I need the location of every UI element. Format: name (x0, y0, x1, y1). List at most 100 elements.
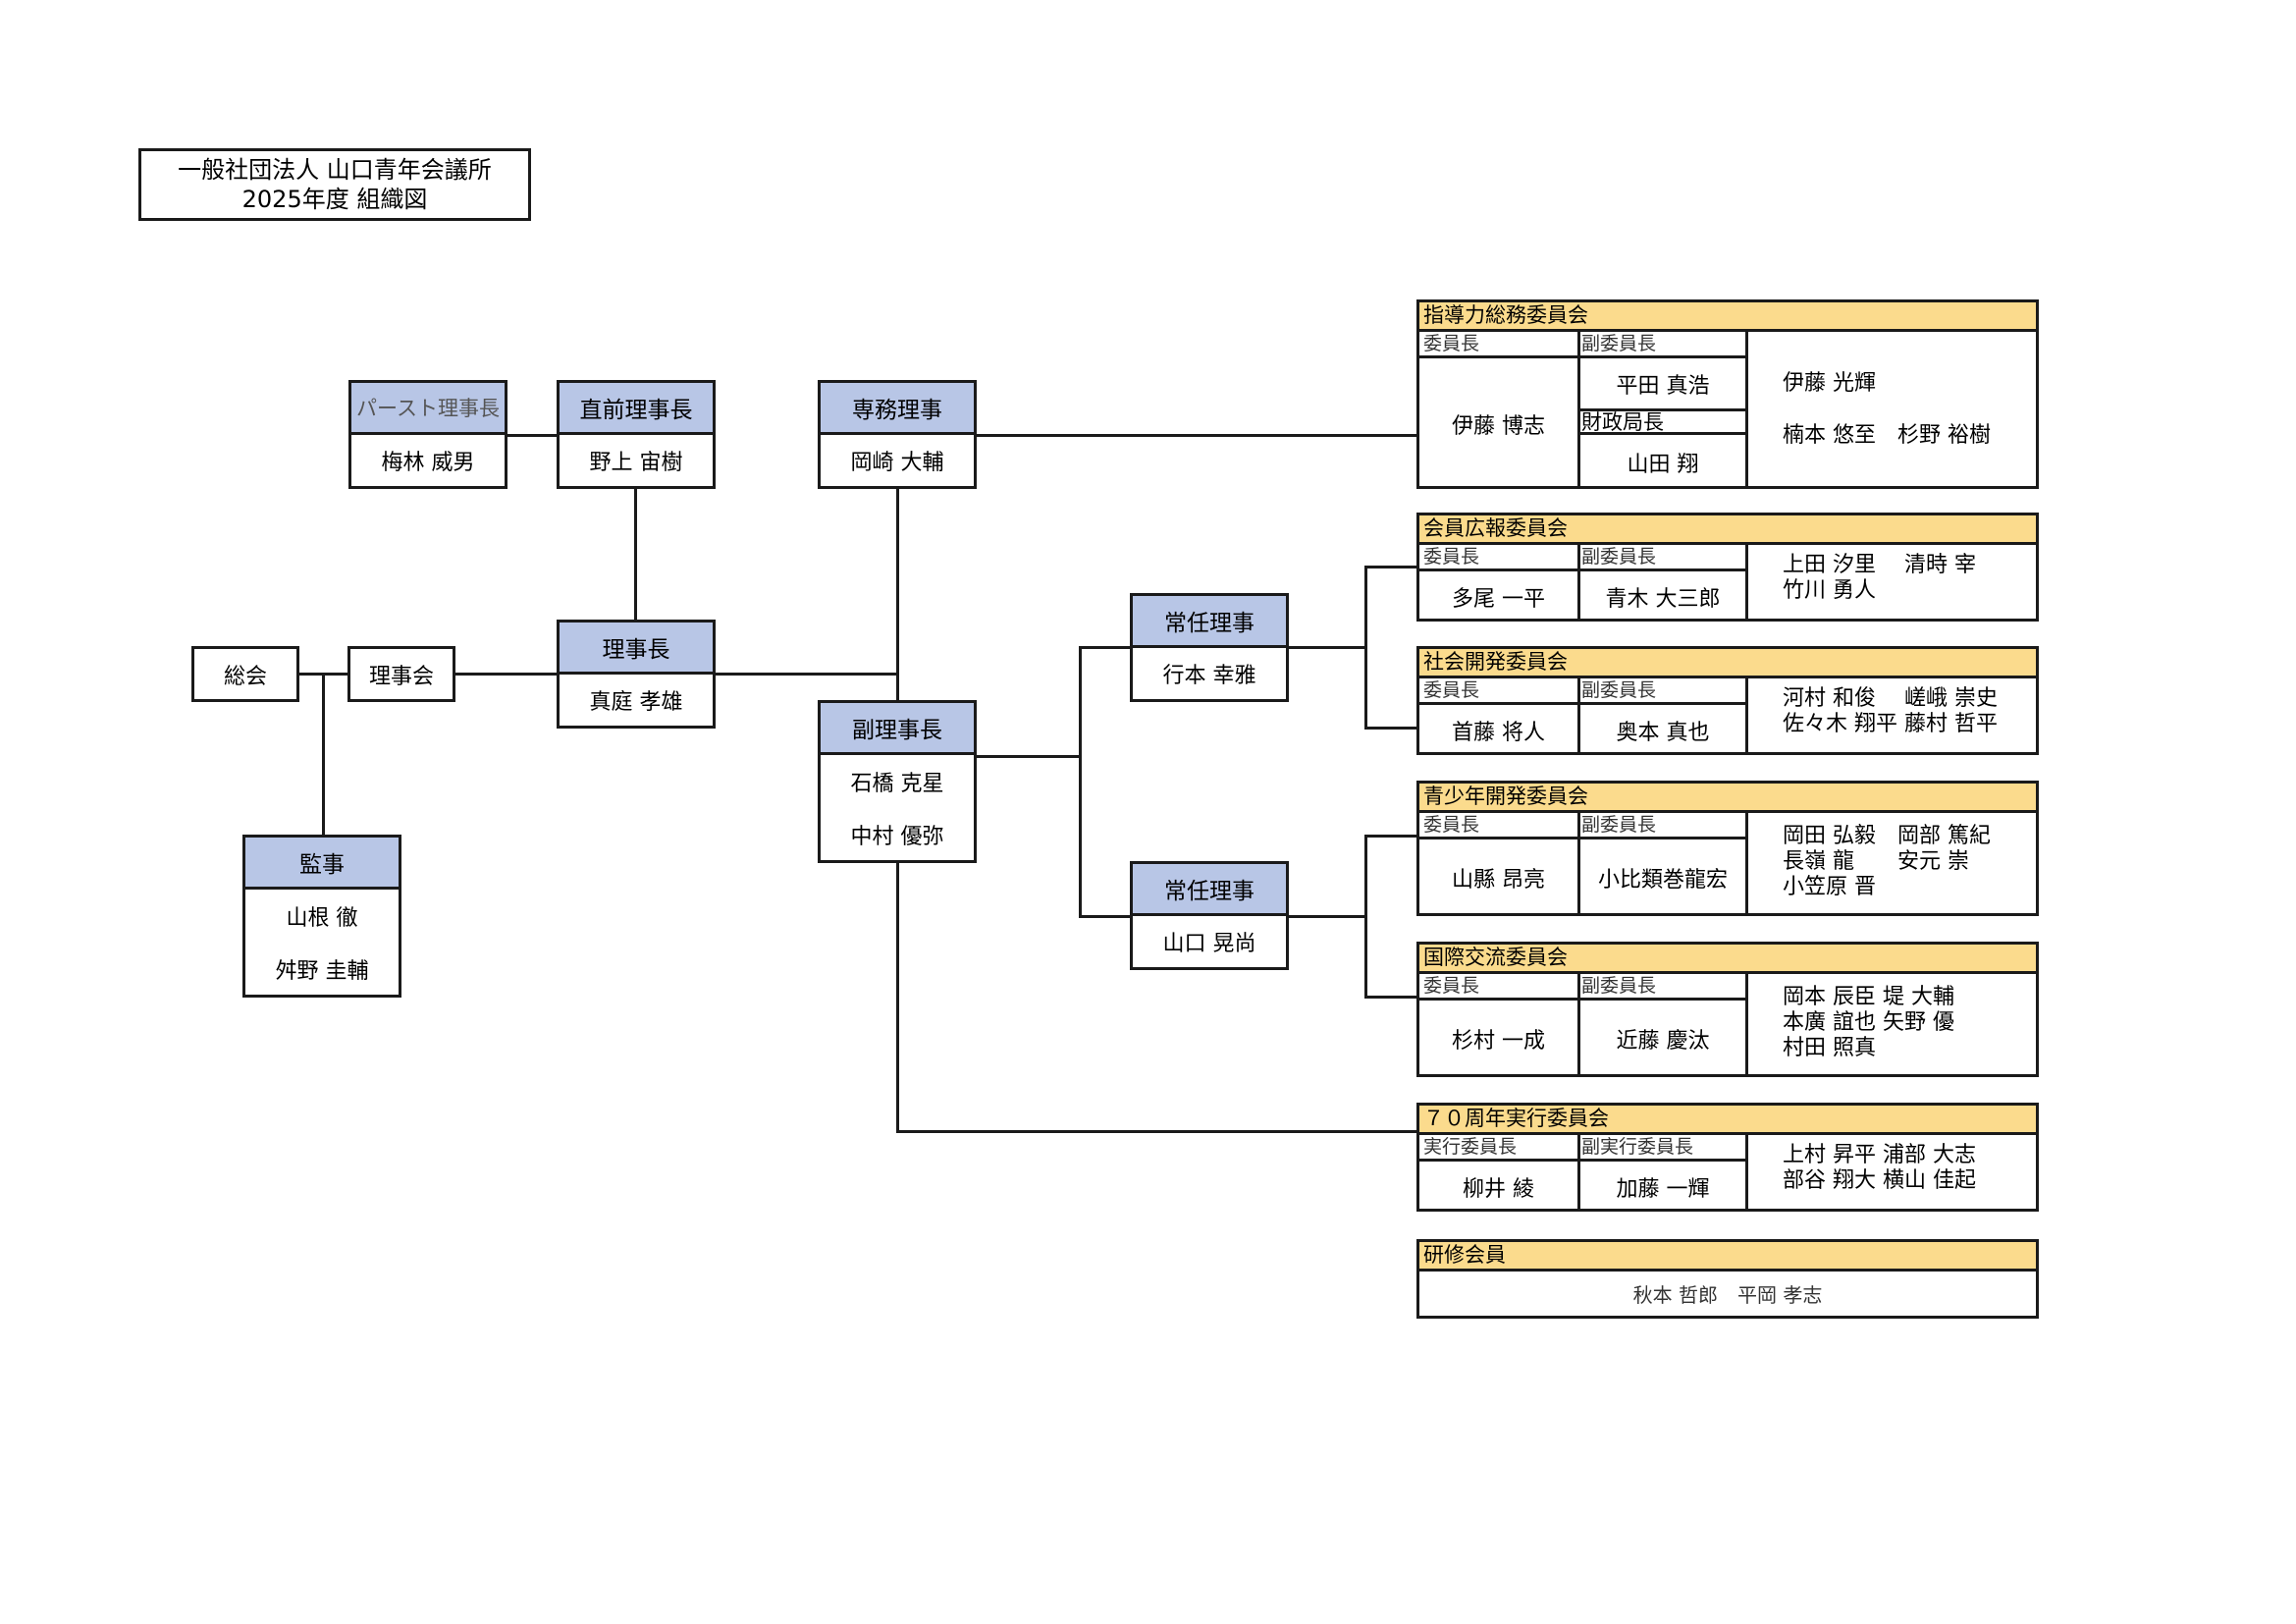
member-line: 小笠原 晋 (1783, 875, 1876, 899)
member-line: 本廣 誼也 矢野 優 (1783, 1010, 1954, 1035)
member-line: 長嶺 龍 安元 崇 (1783, 849, 1969, 874)
node-name: 野上 宙樹 (589, 451, 683, 475)
member-line: 部谷 翔大 横山 佳起 (1783, 1168, 1976, 1193)
trainee-names: 秋本 哲郎 平岡 孝志 (1632, 1283, 1823, 1307)
node-name: 真庭 孝雄 (589, 690, 683, 715)
member-line: 伊藤 光輝 (1783, 371, 1876, 396)
connector (1079, 646, 1131, 649)
chair-label: 委員長 (1423, 814, 1480, 836)
chair-label: 委員長 (1423, 679, 1480, 701)
committee-membership-pr: 会員広報委員会 委員長 副委員長 多尾 一平 青木 大三郎 上田 汐里 清時 宰… (1416, 513, 2039, 622)
title-line-1: 一般社団法人 山口青年会議所 (178, 156, 492, 184)
node-vice-chair: 副理事長 石橋 克星 中村 優弥 (818, 700, 977, 863)
divider (1419, 568, 1745, 571)
connector (974, 755, 1081, 758)
trainee-title: 研修会員 (1419, 1242, 2036, 1272)
node-name: 舛野 圭輔 (275, 959, 369, 984)
connector (506, 434, 559, 437)
node-name: 岡崎 大輔 (850, 451, 944, 475)
connector (1079, 915, 1131, 918)
divider (1577, 355, 1745, 358)
connector (1286, 646, 1366, 649)
chair-name: 山縣 昂亮 (1452, 868, 1545, 893)
node-name: 石橋 克星 (850, 772, 944, 796)
committee-name: 指導力総務委員会 (1419, 302, 2036, 332)
connector (896, 487, 899, 703)
divider (1577, 813, 1580, 916)
vice-chair-name: 加藤 一輝 (1616, 1176, 1710, 1202)
divider (1419, 998, 1745, 1001)
member-line: 上田 汐里 清時 宰 (1783, 553, 1976, 577)
vice-chair-label: 副委員長 (1581, 814, 1657, 836)
trainee-members: 研修会員 秋本 哲郎 平岡 孝志 (1416, 1239, 2039, 1319)
vice-chair-name: 小比類巻龍宏 (1597, 868, 1728, 893)
divider (1745, 1135, 1748, 1212)
vice-chair-name: 平田 真浩 (1616, 373, 1710, 399)
committee-name: 青少年開発委員会 (1419, 784, 2036, 813)
vice-chair-label: 副委員長 (1581, 975, 1657, 997)
node-name: 梅林 威男 (381, 451, 475, 475)
node-standing-director-2: 常任理事 山口 晃尚 (1130, 861, 1289, 970)
node-general-assembly: 総会 (191, 646, 299, 702)
divider (1745, 813, 1748, 916)
vice-chair-name: 青木 大三郎 (1605, 586, 1721, 612)
node-auditor: 監事 山根 徹 舛野 圭輔 (242, 835, 401, 998)
connector (1364, 835, 1417, 838)
node-label: 常任理事 (1133, 596, 1286, 648)
node-label: 専務理事 (821, 383, 974, 435)
node-label: 理事会 (368, 664, 434, 689)
treasurer-label: 財政局長 (1581, 410, 1664, 434)
node-label: 副理事長 (821, 703, 974, 755)
node-previous-chair: 直前理事長 野上 宙樹 (557, 380, 716, 489)
member-line: 河村 和俊 嵯峨 崇史 (1783, 686, 1998, 711)
committee-youth-development: 青少年開発委員会 委員長 副委員長 山縣 昂亮 小比類巻龍宏 岡田 弘毅 岡部 … (1416, 781, 2039, 916)
chair-label: 委員長 (1423, 333, 1480, 354)
chair-label: 実行委員長 (1423, 1136, 1518, 1158)
divider (1577, 545, 1580, 622)
chair-name: 伊藤 博志 (1452, 413, 1545, 439)
title-line-2: 2025年度 組織図 (241, 186, 428, 213)
node-name: 山口 晃尚 (1162, 932, 1256, 956)
node-standing-director-1: 常任理事 行本 幸雅 (1130, 593, 1289, 702)
divider (1419, 355, 1577, 358)
committee-name: 会員広報委員会 (1419, 515, 2036, 545)
node-label: 直前理事長 (560, 383, 713, 435)
divider (1577, 1135, 1580, 1212)
node-label: 総会 (223, 664, 267, 689)
chair-name: 多尾 一平 (1452, 586, 1545, 612)
vice-chair-label: 副委員長 (1581, 546, 1657, 568)
divider (1577, 432, 1745, 435)
chair-name: 首藤 将人 (1452, 720, 1545, 745)
connector (322, 674, 325, 838)
page-title: 一般社団法人 山口青年会議所 2025年度 組織図 (138, 148, 531, 221)
member-line: 岡本 辰臣 堤 大輔 (1783, 985, 1954, 1009)
connector (1364, 835, 1367, 999)
committee-name: 国際交流委員会 (1419, 945, 2036, 974)
node-label: 監事 (245, 838, 399, 890)
node-label: 理事長 (560, 623, 713, 675)
divider (1745, 974, 1748, 1077)
node-name: 中村 優弥 (850, 825, 944, 849)
divider (1745, 332, 1748, 489)
member-line: 竹川 勇人 (1783, 578, 1876, 603)
committee-social-development: 社会開発委員会 委員長 副委員長 首藤 将人 奥本 真也 河村 和俊 嵯峨 崇史… (1416, 646, 2039, 755)
vice-chair-name: 近藤 慶汰 (1616, 1029, 1710, 1054)
connector (1286, 915, 1366, 918)
divider (1419, 837, 1745, 839)
member-line: 佐々木 翔平 藤村 哲平 (1783, 712, 1998, 736)
connector (1079, 646, 1082, 918)
divider (1577, 974, 1580, 1077)
divider (1577, 678, 1580, 755)
vice-chair-label: 副委員長 (1581, 333, 1657, 354)
chair-label: 委員長 (1423, 975, 1480, 997)
committee-name: 社会開発委員会 (1419, 649, 2036, 678)
node-label: パースト理事長 (351, 383, 505, 435)
divider (1745, 678, 1748, 755)
connector (896, 1130, 1417, 1133)
connector (896, 860, 899, 1133)
divider (1745, 545, 1748, 622)
divider (1419, 1159, 1745, 1162)
member-line: 村田 照真 (1783, 1036, 1876, 1060)
member-line: 楠本 悠至 杉野 裕樹 (1783, 423, 1991, 448)
committee-70th-anniversary: ７０周年実行委員会 実行委員長 副実行委員長 柳井 綾 加藤 一輝 上村 昇平 … (1416, 1103, 2039, 1212)
